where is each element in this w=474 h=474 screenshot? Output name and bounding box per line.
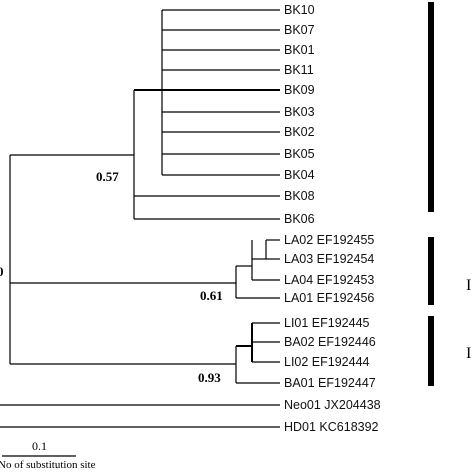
scale-bar-value: 0.1 [32,439,47,453]
support-value-li-ba: 0.93 [198,370,221,385]
clade-label-la: I [466,277,471,294]
taxon-label: HD01 KC618392 [284,420,379,434]
taxon-label: LA04 EF192453 [284,273,374,287]
support-value-bk: 0.57 [96,169,119,184]
support-value-root: 0 [0,264,4,279]
taxon-label: LI02 EF192444 [284,355,370,369]
taxon-label: BK08 [284,189,315,203]
taxon-label: BK04 [284,168,315,182]
taxon-label: BK07 [284,23,315,37]
taxon-label: LA01 EF192456 [284,291,374,305]
taxon-label: BK02 [284,125,315,139]
clade-label-li-ba: I [466,345,471,362]
clade-bars [428,2,434,386]
taxon-label: BK11 [284,63,314,77]
taxon-label: BA02 EF192446 [284,335,376,349]
li-ba-clade-branches [235,322,280,384]
taxon-label: BK03 [284,105,315,119]
scale-bar: 0.1 No of substitution site [0,439,96,471]
taxon-label: BK09 [284,83,315,97]
taxon-label: LA02 EF192455 [284,233,374,247]
taxon-label: BK06 [284,212,315,226]
la-clade-branches [235,239,280,299]
taxon-label: BK05 [284,147,315,161]
clade-bar-la [428,237,434,305]
taxon-label: LA03 EF192454 [284,252,374,266]
root-branches [0,154,280,428]
taxon-label: LI01 EF192445 [284,316,370,330]
clade-bar-bk [428,2,434,212]
clade-bar-li-ba [428,316,434,386]
bk-clade-branches [133,9,280,220]
taxon-label: BK01 [284,43,315,57]
taxon-label: BK10 [284,3,315,17]
taxon-label: Neo01 JX204438 [284,398,381,412]
support-value-la: 0.61 [200,288,223,303]
taxon-labels: BK10 BK07 BK01 BK11 BK09 BK03 BK02 BK05 … [284,3,381,434]
scale-bar-caption: No of substitution site [0,459,96,471]
taxon-label: BA01 EF192447 [284,376,376,390]
